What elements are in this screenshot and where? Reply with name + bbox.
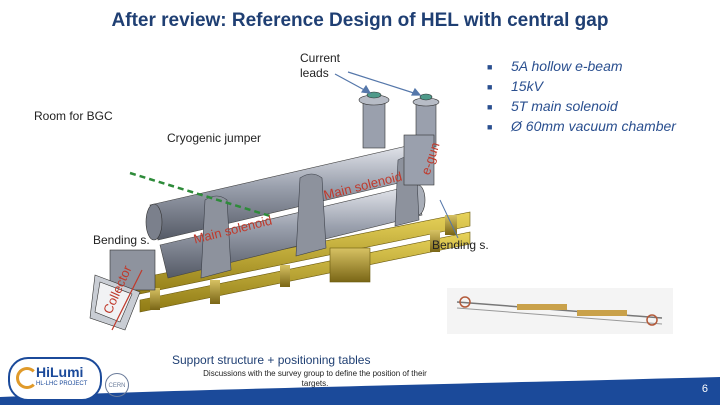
spec-bullet-list: ■5A hollow e-beam ■15kV ■5T main solenoi…: [487, 57, 676, 137]
bullet-item: ■5A hollow e-beam: [487, 58, 623, 74]
hilumi-logo-text: HiLumi: [36, 364, 84, 380]
slide-number: 6: [701, 383, 708, 395]
hilumi-swirl-icon: [16, 367, 38, 389]
hilumi-logo-subtext: HL-LHC PROJECT: [36, 381, 88, 387]
hilumi-logo: HiLumi HL-LHC PROJECT: [8, 357, 102, 401]
cryogenic-jumper-line: [129, 171, 271, 218]
cern-logo: CERN: [105, 373, 129, 397]
bullet-text: 15kV: [511, 78, 543, 94]
bending-right-pointer: [439, 199, 459, 239]
cern-logo-text: CERN: [108, 383, 126, 389]
bending-section-left-label: Bending s.: [93, 233, 150, 247]
bullet-text: 5T main solenoid: [511, 98, 618, 114]
slide-title: After review: Reference Design of HEL wi…: [111, 10, 609, 31]
room-for-bgc-label: Room for BGC: [34, 109, 113, 123]
bending-section-right-label: Bending s.: [432, 238, 489, 252]
left-end-assembly: [89, 249, 156, 331]
bullet-item: ■15kV: [487, 78, 543, 94]
support-structure-label: Support structure + positioning tables: [172, 353, 371, 367]
collector-arrow: [111, 269, 143, 331]
bullet-item: ■Ø 60mm vacuum chamber: [487, 118, 676, 134]
cryogenic-jumper-label: Cryogenic jumper: [167, 131, 262, 145]
bullet-item: ■5T main solenoid: [487, 98, 618, 114]
current-leads-label: Current leads: [300, 51, 341, 80]
inset-layout-image: [447, 288, 673, 334]
right-end-assembly: [403, 134, 435, 186]
survey-note: Discussions with the survey group to def…: [203, 369, 427, 388]
bullet-text: 5A hollow e-beam: [511, 58, 623, 74]
footer-band: [0, 377, 720, 405]
current-leads-arrows: [334, 71, 422, 96]
bullet-text: Ø 60mm vacuum chamber: [511, 118, 676, 134]
